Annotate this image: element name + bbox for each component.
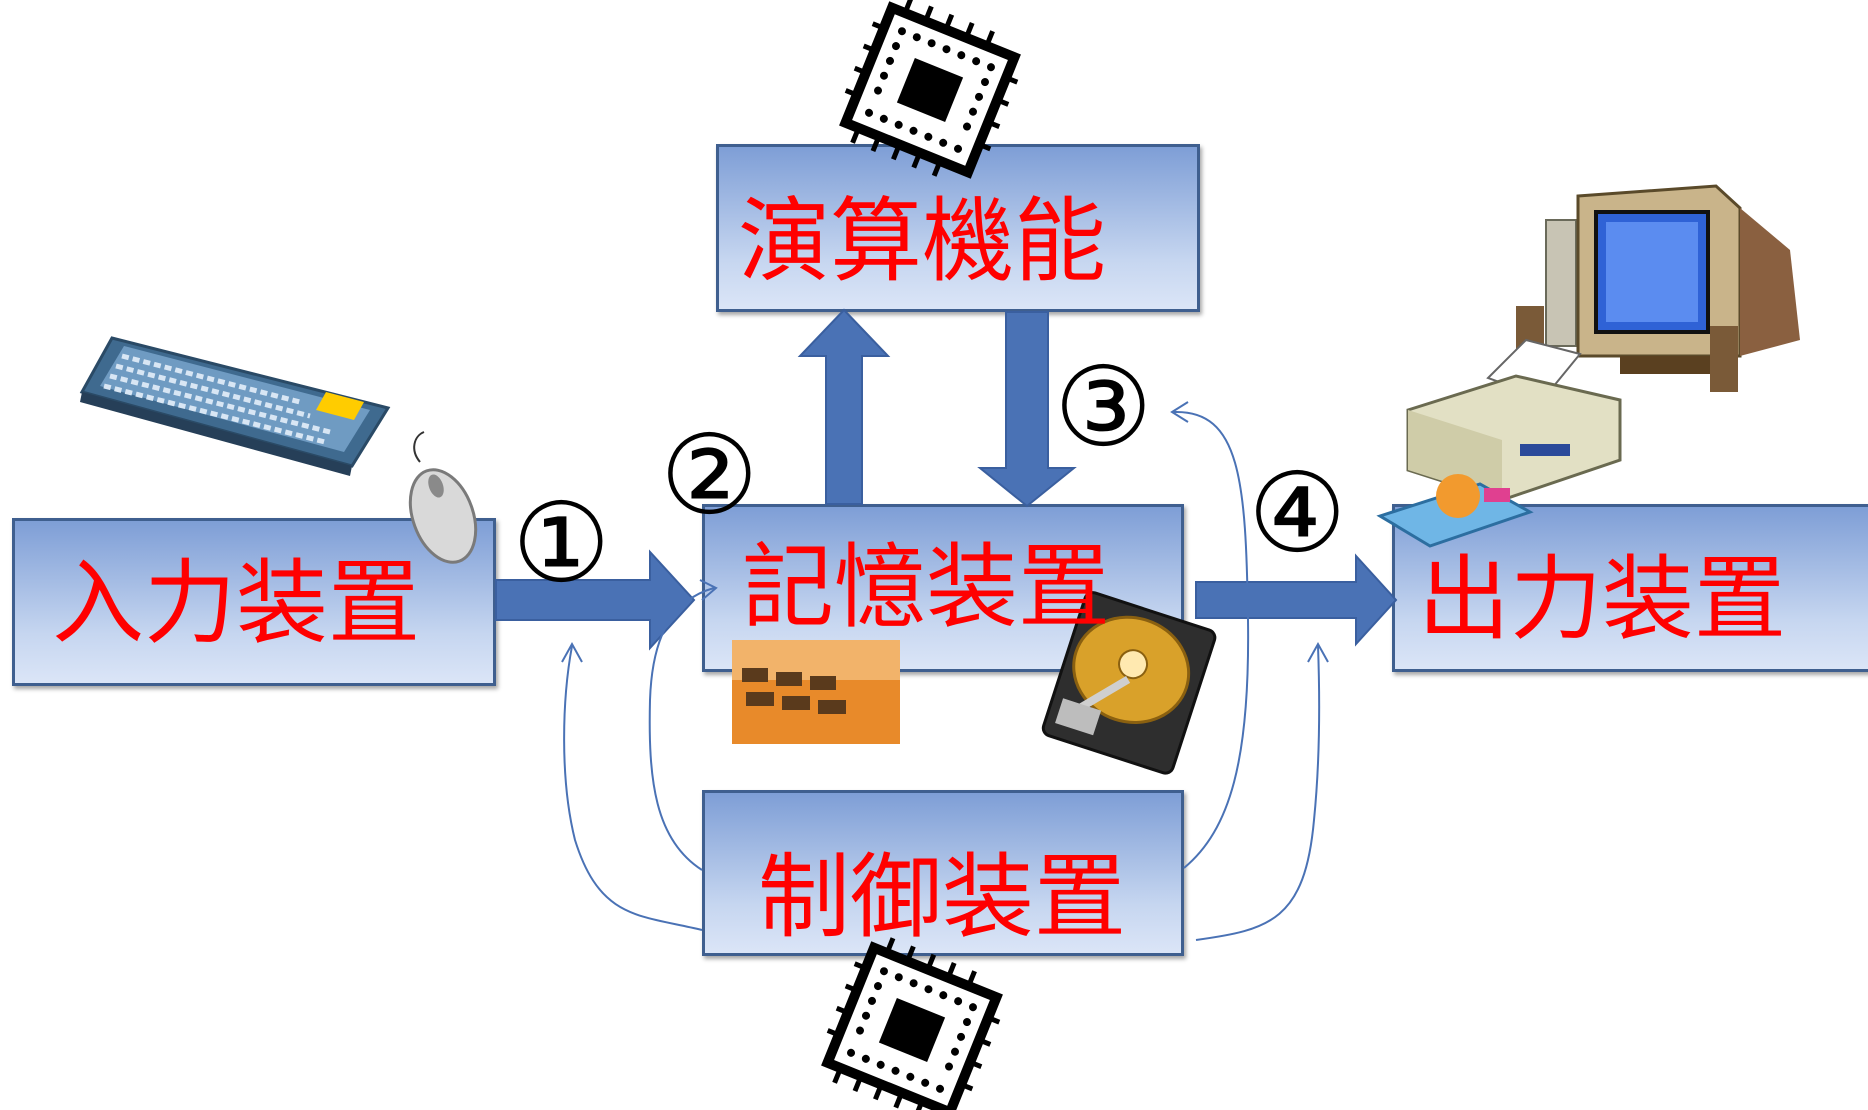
mouse-icon: [408, 431, 478, 564]
cpu-chip-icon: [839, 0, 1021, 179]
arrow-memory-to-compute: [797, 308, 891, 505]
hard-disk-icon: [1041, 591, 1217, 775]
printer-icon: [1376, 338, 1622, 548]
arrow-memory-to-output: [1195, 553, 1398, 647]
arithmetic-function-label: 演算機能: [738, 188, 1107, 295]
step-number-1: ①: [512, 479, 611, 607]
keyboard-icon: [79, 336, 391, 476]
arrow-compute-to-memory: [977, 311, 1077, 508]
control-line-to-memory: [648, 587, 715, 871]
memory-module-icon: [732, 640, 900, 744]
desktop-computer-icon: [1516, 184, 1800, 392]
step-number-4: ④: [1248, 449, 1347, 577]
arrow-input-to-memory: [495, 549, 696, 651]
step-number-2: ②: [660, 411, 759, 539]
control-line-to-input: [563, 645, 703, 931]
cpu-chip-icon: [821, 937, 1003, 1110]
control-device-label: 制御装置: [758, 844, 1127, 951]
memory-device-label: 記憶装置: [742, 534, 1111, 641]
output-device-label: 出力装置: [1418, 546, 1787, 653]
input-device-label: 入力装置: [52, 550, 421, 657]
control-device-box: [702, 790, 1184, 956]
control-line-to-output: [1195, 645, 1321, 941]
input-device-box: [12, 518, 496, 686]
control-line-to-compute: [1173, 410, 1250, 869]
step-number-3: ③: [1054, 343, 1153, 471]
